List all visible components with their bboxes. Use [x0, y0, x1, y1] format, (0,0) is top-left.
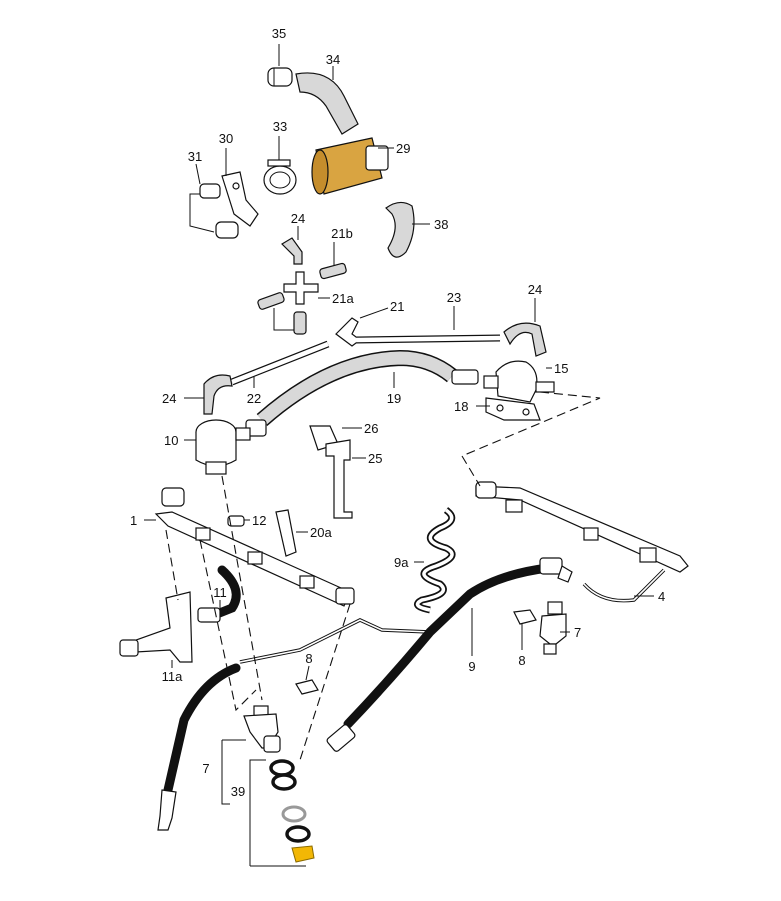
part-35-clamp: [267, 67, 293, 87]
part-21b-hose: [319, 262, 347, 280]
part-34-hose: [295, 72, 359, 135]
part-24-elbow-left: [203, 374, 233, 415]
part-9-hose-left: [157, 663, 241, 831]
part-39-seal-kit: [269, 759, 315, 863]
label-18: 18: [454, 399, 468, 414]
part-8-clip-left: [295, 679, 319, 695]
label-39: 39: [231, 784, 245, 799]
bracket-7-39: [221, 739, 246, 805]
label-20a: 20a: [310, 525, 332, 540]
label-25: 25: [368, 451, 382, 466]
label-12: 12: [252, 513, 266, 528]
label-33: 33: [273, 119, 287, 134]
leader-lines: [144, 44, 654, 681]
label-30: 30: [219, 131, 233, 146]
part-9a-coil-hose: [414, 507, 456, 614]
part-1-fuel-rail: [154, 487, 355, 607]
part-15-regulator: [483, 360, 555, 403]
label-22: 22: [247, 391, 261, 406]
label-35: 35: [272, 26, 286, 41]
label-1: 1: [130, 513, 137, 528]
part-10-damper: [195, 419, 251, 475]
part-24-elbow-right: [503, 322, 547, 357]
bracket-39-frame: [249, 759, 266, 866]
part-21-tee: [335, 317, 361, 347]
part-31-sensor: [189, 183, 239, 239]
part-8-clip-right: [513, 609, 537, 625]
label-24-left: 24: [162, 391, 176, 406]
label-21a: 21a: [332, 291, 354, 306]
label-11a: 11a: [162, 669, 183, 684]
part-9-hose-right: [326, 557, 573, 752]
label-38: 38: [434, 217, 448, 232]
part-4-line: [582, 568, 666, 603]
part-29-solenoid-valve: [311, 137, 389, 195]
label-29: 29: [396, 141, 410, 156]
part-11-hose: [197, 565, 241, 623]
label-7-right: 7: [574, 625, 581, 640]
part-18-bracket: [485, 397, 541, 421]
label-10: 10: [164, 433, 178, 448]
label-4: 4: [658, 589, 665, 604]
label-19: 19: [387, 391, 401, 406]
plug-cap: [291, 845, 315, 863]
label-24-top: 24: [291, 211, 305, 226]
part-38-hose: [385, 201, 415, 258]
part-metal-line: [239, 618, 431, 664]
label-21: 21: [390, 299, 404, 314]
label-15: 15: [554, 361, 568, 376]
part-7-injector-right: [539, 601, 567, 655]
part-25-bracket: [325, 439, 353, 519]
part-20a-tube: [275, 509, 297, 557]
part-33-clamp: [263, 159, 297, 195]
label-34: 34: [326, 52, 340, 67]
label-8-right: 8: [518, 653, 525, 668]
label-31: 31: [188, 149, 202, 164]
part-19-fuel-hose: [245, 349, 479, 437]
label-9: 9: [468, 659, 475, 674]
label-23: 23: [447, 290, 461, 305]
leader-21a-group: [273, 308, 294, 331]
part-22-hose: [230, 340, 330, 386]
part-23-line: [355, 334, 501, 344]
part-21a-cross: [257, 271, 319, 335]
label-11: 11: [213, 585, 227, 600]
label-24-right: 24: [528, 282, 542, 297]
label-7-left: 7: [202, 761, 209, 776]
label-26: 26: [364, 421, 378, 436]
alignment-lines: [165, 391, 601, 761]
part-11a-bracket: [119, 591, 193, 663]
part-24-elbow-top: [281, 237, 303, 265]
part-7-injector-left: [243, 705, 281, 753]
part-12-clip: [227, 515, 245, 527]
label-21b: 21b: [331, 226, 353, 241]
callout-labels: 35 34 29 33 30 31 38 24 21b 21a 21 23 24…: [130, 26, 665, 799]
label-9a: 9a: [394, 555, 409, 570]
part-right-fuel-rail: [475, 481, 689, 573]
label-8-left: 8: [305, 651, 312, 666]
part-30-bracket: [221, 171, 259, 227]
